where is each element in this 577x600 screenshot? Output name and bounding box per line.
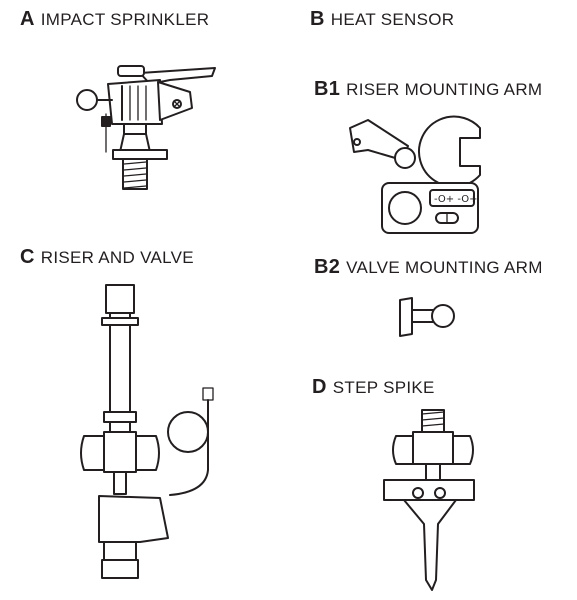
part-d-name: STEP SPIKE: [332, 378, 435, 397]
part-b1-letter: B1: [314, 78, 341, 100]
part-c-name: RISER AND VALVE: [40, 248, 194, 267]
part-b1-name: RISER MOUNTING ARM: [346, 80, 543, 99]
svg-text:-O+ -O+: -O+ -O+: [434, 194, 477, 205]
part-c-label: C RISER AND VALVE: [20, 246, 194, 269]
part-a-name: IMPACT SPRINKLER: [40, 10, 210, 29]
part-b1-label: B1 RISER MOUNTING ARM: [314, 78, 542, 101]
part-a-label: A IMPACT SPRINKLER: [20, 8, 209, 31]
part-c-letter: C: [20, 246, 35, 268]
step-spike-drawing: [383, 409, 475, 591]
part-b-letter: B: [310, 8, 325, 30]
part-d-letter: D: [312, 376, 327, 398]
part-b2-name: VALVE MOUNTING ARM: [346, 258, 543, 277]
impact-sprinkler-drawing: [76, 65, 216, 190]
part-b-name: HEAT SENSOR: [330, 10, 455, 29]
valve-mounting-arm-drawing: [399, 297, 455, 337]
heat-sensor-drawing: -O+ -O+: [349, 115, 481, 234]
part-b2-label: B2 VALVE MOUNTING ARM: [314, 256, 543, 279]
part-b-label: B HEAT SENSOR: [310, 8, 454, 31]
part-d-label: D STEP SPIKE: [312, 376, 435, 399]
part-a-letter: A: [20, 8, 35, 30]
part-b2-letter: B2: [314, 256, 341, 278]
riser-and-valve-drawing: [80, 284, 214, 579]
